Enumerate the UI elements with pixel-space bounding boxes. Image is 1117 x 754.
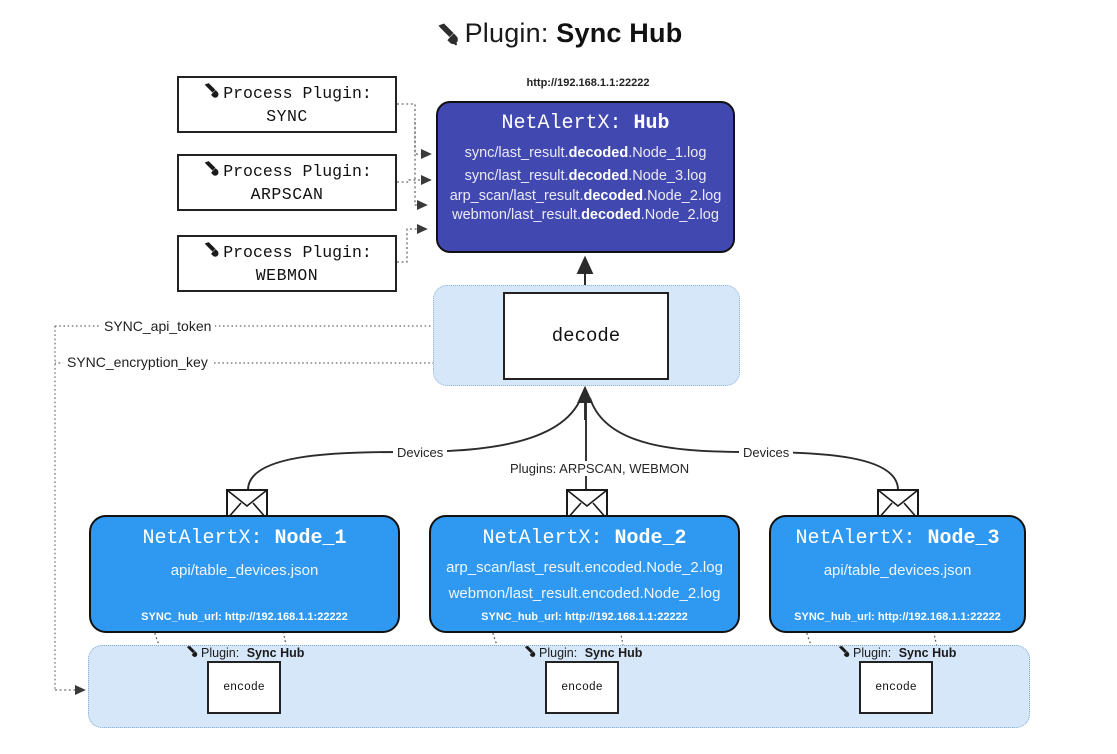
hub-url-label: http://192.168.1.1:22222 xyxy=(526,77,650,89)
plug-icon xyxy=(435,22,461,53)
param-encryption-key: SYNC_encryption_key xyxy=(63,354,212,370)
title-name: Sync Hub xyxy=(556,18,683,48)
encode-box-2[interactable]: encode xyxy=(545,661,619,714)
hub-title-prefix: NetAlertX: xyxy=(501,112,622,135)
plug-icon xyxy=(202,82,221,105)
node-title: NetAlertX: Node_1 xyxy=(142,527,347,550)
edge-label-devices-left: Devices xyxy=(393,445,448,460)
node-title: NetAlertX: Node_3 xyxy=(795,527,1000,550)
node-line: api/table_devices.json xyxy=(823,562,972,579)
process-plugin-name: WEBMON xyxy=(255,265,319,285)
node-line: api/table_devices.json xyxy=(170,562,319,579)
node-3[interactable]: NetAlertX: Node_3 api/table_devices.json… xyxy=(769,515,1026,633)
node-hub-url: SYNC_hub_url: http://192.168.1.1:22222 xyxy=(141,611,348,623)
title-prefix: Plugin: xyxy=(464,18,549,48)
node-line: webmon/last_result.encoded.Node_2.log xyxy=(448,585,721,602)
wire-nodes-to-decode xyxy=(247,397,899,491)
wire-proc-to-hub-group xyxy=(397,103,432,263)
param-api-token: SYNC_api_token xyxy=(100,318,216,334)
encoder-plugin-label-3: Plugin: Sync Hub xyxy=(837,645,956,661)
edge-label-plugins: Plugins: ARPSCAN, WEBMON xyxy=(506,461,694,476)
hub-log-line: arp_scan/last_result.decoded.Node_2.log xyxy=(449,188,722,204)
plug-icon xyxy=(202,241,221,264)
hub-log-line: sync/last_result.decoded.Node_1.log xyxy=(464,145,707,161)
envelope-icon xyxy=(566,489,608,520)
node-2[interactable]: NetAlertX: Node_2 arp_scan/last_result.e… xyxy=(429,515,740,633)
envelope-icon xyxy=(877,489,919,520)
process-plugin-webmon[interactable]: Process Plugin: WEBMON xyxy=(177,235,397,292)
encode-box-1[interactable]: encode xyxy=(207,661,281,714)
hub-title: NetAlertX: Hub xyxy=(501,112,669,135)
hub-node[interactable]: NetAlertX: Hub sync/last_result.decoded.… xyxy=(436,101,735,253)
plug-icon xyxy=(837,645,851,661)
encoder-plugin-label-2: Plugin: Sync Hub xyxy=(523,645,642,661)
encoder-plugin-label-1: Plugin: Sync Hub xyxy=(185,645,304,661)
hub-log-line: sync/last_result.decoded.Node_3.log xyxy=(464,167,707,184)
process-plugin-name: ARPSCAN xyxy=(250,184,324,204)
hub-title-name: Hub xyxy=(633,112,670,135)
edge-label-devices-right: Devices xyxy=(739,445,794,460)
wire-proc-sync-second xyxy=(414,122,428,211)
hub-log-line: webmon/last_result.decoded.Node_2.log xyxy=(452,206,719,223)
process-plugin-name: SYNC xyxy=(266,106,308,126)
plug-icon xyxy=(523,645,537,661)
node-1[interactable]: NetAlertX: Node_1 api/table_devices.json… xyxy=(89,515,400,633)
node-hub-url: SYNC_hub_url: http://192.168.1.1:22222 xyxy=(481,611,688,623)
process-plugin-sync[interactable]: Process Plugin: SYNC xyxy=(177,76,397,133)
encode-box-3[interactable]: encode xyxy=(859,661,933,714)
node-line: arp_scan/last_result.encoded.Node_2.log xyxy=(446,559,723,576)
node-title: NetAlertX: Node_2 xyxy=(482,527,687,550)
plug-icon xyxy=(202,160,221,183)
process-plugin-arpscan[interactable]: Process Plugin: ARPSCAN xyxy=(177,154,397,211)
process-plugin-label: Process Plugin: xyxy=(223,243,372,263)
decode-box[interactable]: decode xyxy=(503,292,669,380)
process-plugin-label: Process Plugin: xyxy=(223,84,372,104)
page-title: Plugin: Sync Hub xyxy=(0,18,1117,53)
process-plugin-label: Process Plugin: xyxy=(223,162,372,182)
plug-icon xyxy=(185,645,199,661)
node-hub-url: SYNC_hub_url: http://192.168.1.1:22222 xyxy=(794,611,1001,623)
